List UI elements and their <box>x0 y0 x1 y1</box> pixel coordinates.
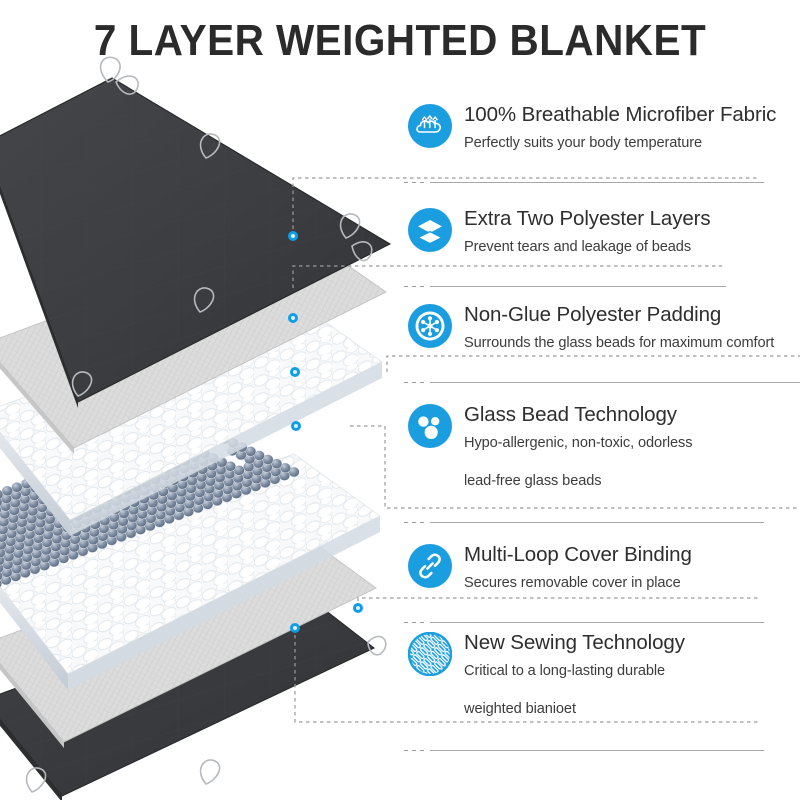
feature-title: Glass Bead Technology <box>464 403 677 426</box>
layers-stack-icon <box>408 208 452 252</box>
feature-divider <box>430 382 800 383</box>
feature-divider-dash <box>404 522 428 523</box>
feature-divider-dash <box>404 750 428 751</box>
glass-beads-icon <box>408 404 452 448</box>
feature-item-polyester-layers[interactable]: Extra Two Polyester Layers Prevent tears… <box>404 207 800 287</box>
feature-divider <box>430 622 764 623</box>
feature-item-glass-bead[interactable]: Glass Bead Technology Hypo-allergenic, n… <box>404 403 800 523</box>
exploded-layer-diagram <box>0 56 414 800</box>
feature-text-block: Extra Two Polyester Layers Prevent tears… <box>464 207 800 259</box>
feature-subtitle-line2: lead-free glass beads <box>464 472 602 489</box>
feature-divider-dash <box>404 182 428 183</box>
layer-padding-upper <box>0 299 383 536</box>
molecule-padding-icon <box>408 304 452 348</box>
feature-item-sewing-technology[interactable]: New Sewing Technology Critical to a long… <box>404 631 800 751</box>
feature-title: New Sewing Technology <box>464 631 685 654</box>
feature-divider <box>430 750 764 751</box>
feature-item-cover-binding[interactable]: Multi-Loop Cover Binding Secures removab… <box>404 543 800 623</box>
feature-subtitle: Hypo-allergenic, non-toxic, odorless <box>464 434 693 451</box>
feature-text-block: Glass Bead Technology Hypo-allergenic, n… <box>464 403 800 492</box>
feature-text-block: Non-Glue Polyester Padding Surrounds the… <box>464 303 800 355</box>
woven-sewing-icon <box>408 632 452 676</box>
page-title: 7 LAYER WEIGHTED BLANKET <box>93 16 707 65</box>
feature-subtitle: Critical to a long-lasting durable <box>464 662 666 679</box>
feature-title: Multi-Loop Cover Binding <box>464 543 692 566</box>
feature-text-block: Multi-Loop Cover Binding Secures removab… <box>464 543 800 595</box>
layer-padding-lower <box>0 453 381 690</box>
layer-top-dark-cover <box>0 77 392 408</box>
feature-title: Extra Two Polyester Layers <box>464 207 711 230</box>
breathable-cloud-icon <box>408 104 452 148</box>
feature-divider-dash <box>404 622 428 623</box>
feature-subtitle: Secures removable cover in place <box>464 574 681 591</box>
feature-title: Non-Glue Polyester Padding <box>464 303 722 326</box>
feature-divider <box>430 286 726 287</box>
feature-text-block: New Sewing Technology Critical to a long… <box>464 631 800 720</box>
feature-subtitle: Perfectly suits your body temperature <box>464 134 703 151</box>
layer-glass-beads <box>0 428 300 588</box>
feature-divider-dash <box>404 382 428 383</box>
feature-divider <box>430 182 764 183</box>
feature-subtitle: Prevent tears and leakage of beads <box>464 238 692 255</box>
feature-subtitle-line2: weighted bianioet <box>464 700 576 717</box>
feature-text-block: 100% Breathable Microfiber Fabric Perfec… <box>464 103 800 155</box>
feature-item-breathable-fabric[interactable]: 100% Breathable Microfiber Fabric Perfec… <box>404 103 800 183</box>
chain-link-icon <box>408 544 452 588</box>
feature-subtitle: Surrounds the glass beads for maximum co… <box>464 334 775 351</box>
feature-title: 100% Breathable Microfiber Fabric <box>464 103 777 126</box>
feature-divider-dash <box>404 286 428 287</box>
feature-divider <box>430 522 764 523</box>
feature-item-polyester-padding[interactable]: Non-Glue Polyester Padding Surrounds the… <box>404 303 800 383</box>
